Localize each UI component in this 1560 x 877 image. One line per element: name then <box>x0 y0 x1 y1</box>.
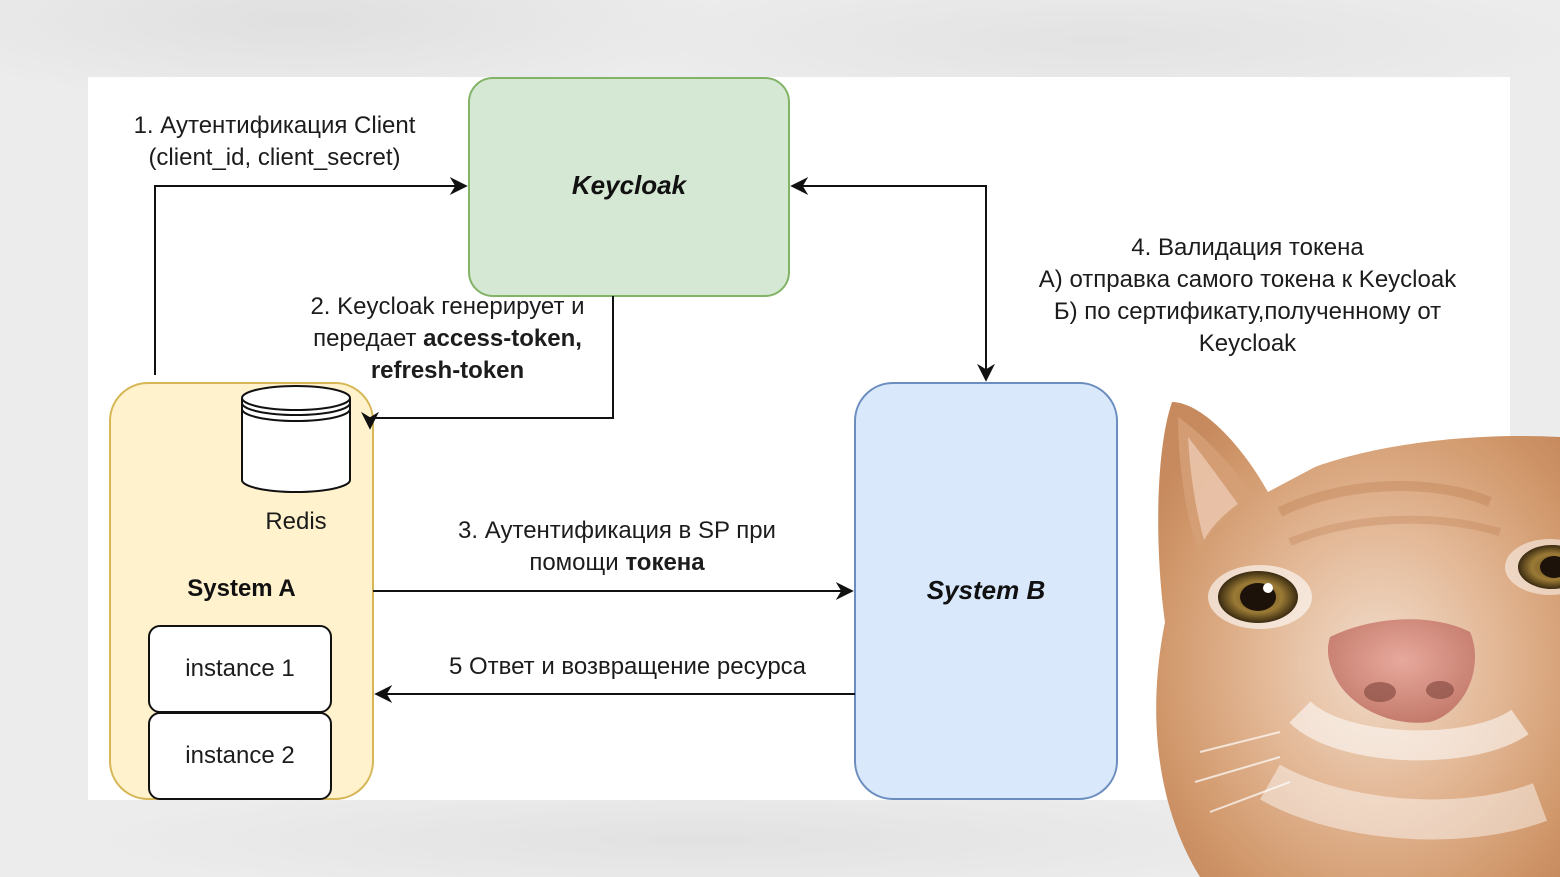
step1-line2: (client_id, client_secret) <box>148 144 401 171</box>
step3-line2: помощи токена <box>432 547 802 579</box>
step1-line1: 1. Аутентификация Client <box>133 112 416 139</box>
keycloak-title: Keycloak <box>571 170 687 200</box>
system-a-title: System A <box>187 575 296 602</box>
step5-label: 5 Ответ и возвращение ресурса <box>448 653 807 680</box>
step2-line3-bold: refresh-token <box>370 357 525 384</box>
step2-line2-bold: access-token, <box>423 325 582 352</box>
instance-2[interactable]: instance 2 <box>148 712 332 800</box>
step4-label: 4. Валидация токена А) отправка самого т… <box>1010 232 1485 360</box>
step4-line1: 4. Валидация токена <box>1131 234 1364 261</box>
edge-step1 <box>154 177 468 375</box>
instance-1[interactable]: instance 1 <box>148 625 332 713</box>
step3-line1: 3. Аутентификация в SP при <box>458 517 776 544</box>
system-b-node[interactable] <box>854 382 1118 800</box>
step3-line2-bold: токена <box>625 549 705 576</box>
step2-line3: refresh-token <box>295 355 600 387</box>
step2-line1: 2. Keycloak генерирует и <box>310 293 585 320</box>
edge-step2 <box>361 296 614 430</box>
keycloak-node[interactable] <box>468 77 790 297</box>
redis-label: Redis <box>265 508 327 535</box>
step1-label: 1. Аутентификация Client (client_id, cli… <box>112 110 437 174</box>
step4-line2: А) отправка самого токена к Keycloak <box>1038 266 1457 293</box>
instance-2-label: instance 2 <box>185 742 295 769</box>
edge-step4 <box>790 177 995 382</box>
cat-photo <box>1156 402 1560 877</box>
step3-line2-pre: помощи <box>529 549 626 576</box>
redis-cylinder[interactable] <box>241 385 351 493</box>
step2-label: 2. Keycloak генерирует и передает access… <box>295 291 600 387</box>
system-b-title: System B <box>926 575 1046 605</box>
instance-1-label: instance 1 <box>185 655 295 682</box>
step4-line4: Keycloak <box>1198 330 1297 357</box>
step2-line2: передает access-token, <box>295 323 600 355</box>
step4-line3: Б) по сертификату,полученному от <box>1053 298 1442 325</box>
step3-label: 3. Аутентификация в SP при помощи токена <box>432 515 802 579</box>
step2-line2-pre: передает <box>313 325 424 352</box>
